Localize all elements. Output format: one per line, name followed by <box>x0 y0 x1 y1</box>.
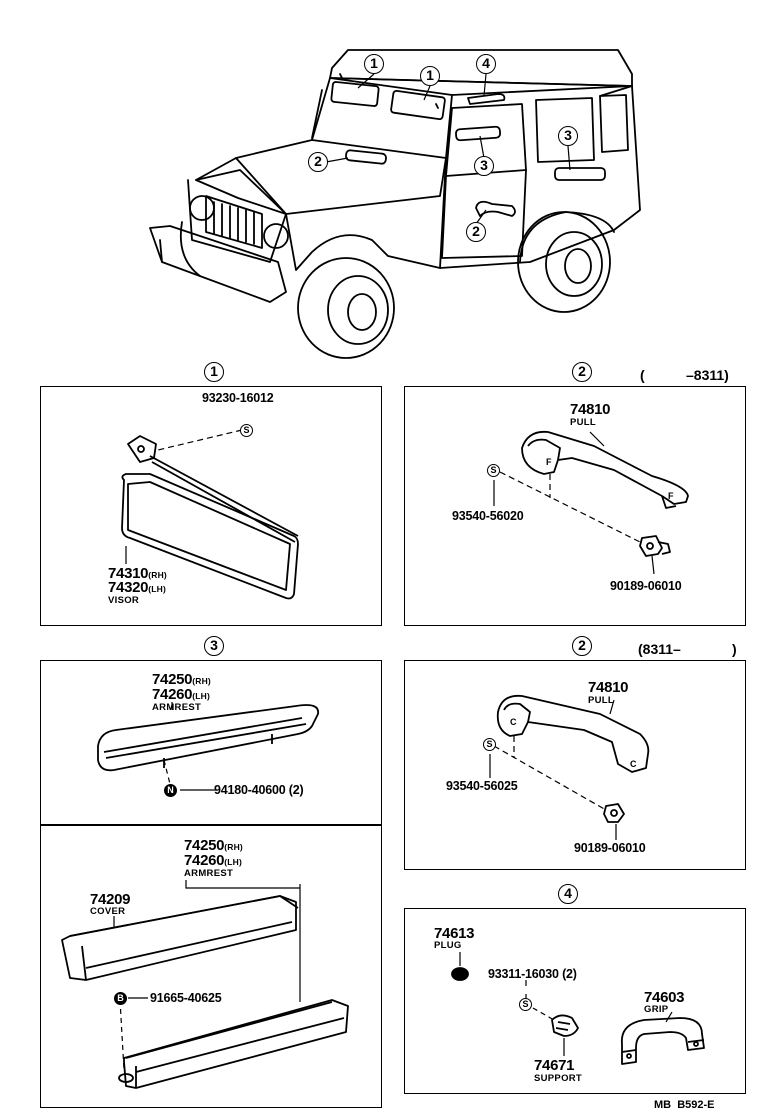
section-2a-range: –8311) <box>686 367 729 383</box>
callout-1-visor-rh: 1 <box>364 54 384 74</box>
section-2b-header: 2 <box>572 636 592 656</box>
armrest-illustration <box>97 702 319 791</box>
screw-4-part-number: 93311-16030 (2) <box>488 967 577 981</box>
section-1-header: 1 <box>204 362 224 382</box>
visor-name-label: VISOR <box>108 595 140 606</box>
pull-2b-illustration <box>489 694 650 840</box>
armrest-lh-suffix: (LH) <box>192 691 211 701</box>
armrest-3b-name-label: ARMREST <box>184 868 234 879</box>
diagram-code: MB B592-E <box>654 1099 715 1111</box>
section-3-panel <box>40 660 382 1108</box>
visor-lh-part-number: 74320(LH) <box>108 579 167 596</box>
section-2b-range: (8311– <box>638 641 681 657</box>
section-2b-range-close: ) <box>732 641 737 657</box>
armrest-name-label: ARMREST <box>152 702 202 713</box>
grip-name-label: GRIP <box>644 1004 669 1015</box>
callout-3-door-armrest: 3 <box>474 156 494 176</box>
section-4-panel <box>404 908 746 1094</box>
screw-3b-symbol: B <box>114 992 127 1005</box>
pull-2a-mark-1: F <box>546 457 552 467</box>
nut-2b-part-number: 90189-06010 <box>574 841 646 855</box>
support-part-number: 74671 <box>534 1057 575 1074</box>
bolt-part-number: 93230-16012 <box>202 391 274 405</box>
armrest-3b-rh-part-number: 74250(RH) <box>184 837 243 854</box>
visor-lh-suffix: (LH) <box>148 584 167 594</box>
cover-name-label: COVER <box>90 906 126 917</box>
section-2a-header: 2 <box>572 362 592 382</box>
plug-name-label: PLUG <box>434 940 462 951</box>
pull-2a-name-label: PULL <box>570 417 597 428</box>
section-3-divider <box>40 824 382 826</box>
screw-4-quantity: (2) <box>562 967 577 981</box>
callout-2-hood-pull: 2 <box>308 152 328 172</box>
armrest-rh-suffix: (RH) <box>192 676 211 686</box>
armrest-3b-rh-suffix: (RH) <box>224 842 243 852</box>
callout-2-door-pull: 2 <box>466 222 486 242</box>
visor-illustration <box>121 429 299 600</box>
screw-4-symbol: S <box>519 998 532 1011</box>
pull-2a-mark-2: F <box>668 491 674 501</box>
pull-2a-part-number: 74810 <box>570 401 611 418</box>
nut-3-quantity: (2) <box>288 783 304 797</box>
pull-2b-part-number: 74810 <box>588 679 629 696</box>
nut-2a-part-number: 90189-06010 <box>610 579 682 593</box>
visor-rh-part-number: 74310(RH) <box>108 565 167 582</box>
nut-3-symbol: N <box>164 784 177 797</box>
visor-rh-suffix: (RH) <box>148 570 167 580</box>
vehicle-overview-illustration <box>149 49 641 359</box>
armrest-rh-part-number: 74250(RH) <box>152 671 211 688</box>
armrest-3b-lh-suffix: (LH) <box>224 857 243 867</box>
section-2a-range-open: ( <box>640 367 645 383</box>
armrest-cover-illustration <box>61 880 349 1089</box>
screw-2b-part-number: 93540-56025 <box>446 779 518 793</box>
grip-part-number: 74603 <box>644 989 685 1006</box>
section-2a-panel <box>404 386 746 626</box>
callout-3-rear-armrest: 3 <box>558 126 578 146</box>
cover-part-number: 74209 <box>90 891 131 908</box>
nut-3-part-number: 94180-40600 (2) <box>214 783 304 797</box>
section-4-header: 4 <box>558 884 578 904</box>
grip-illustration <box>451 952 705 1065</box>
screw-2a-symbol: S <box>487 464 500 477</box>
armrest-3b-lh-part-number: 74260(LH) <box>184 852 243 869</box>
pull-2a-illustration <box>493 430 689 575</box>
pull-2b-mark-2: C <box>630 759 637 769</box>
section-2b-panel <box>404 660 746 870</box>
pull-2b-mark-1: C <box>510 717 517 727</box>
screw-2b-symbol: S <box>483 738 496 751</box>
plug-part-number: 74613 <box>434 925 475 942</box>
pull-2b-name-label: PULL <box>588 695 615 706</box>
armrest-lh-part-number: 74260(LH) <box>152 686 211 703</box>
section-3-header: 3 <box>204 636 224 656</box>
callout-1-visor-lh: 1 <box>420 66 440 86</box>
screw-2a-part-number: 93540-56020 <box>452 509 524 523</box>
screw-3b-part-number: 91665-40625 <box>150 991 222 1005</box>
section-1-panel <box>40 386 382 626</box>
support-name-label: SUPPORT <box>534 1073 583 1084</box>
bolt-symbol: S <box>240 424 253 437</box>
callout-4-grip: 4 <box>476 54 496 74</box>
